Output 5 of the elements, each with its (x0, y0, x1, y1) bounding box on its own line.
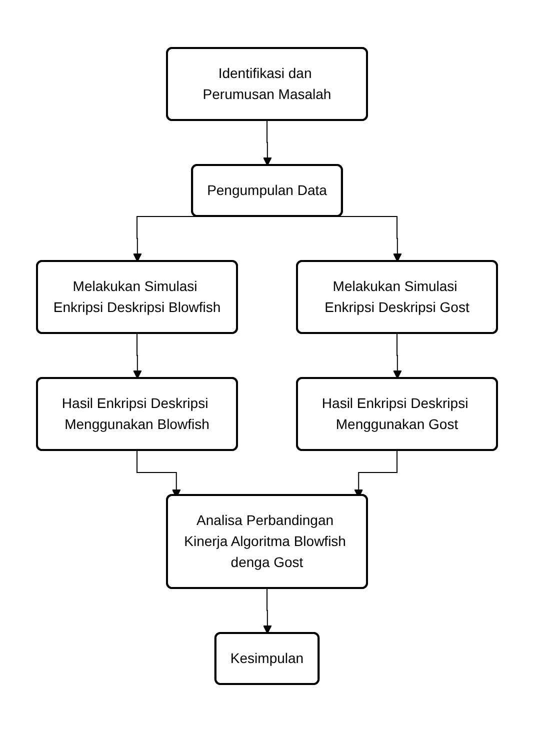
arrow (393, 332, 402, 378)
arrow (263, 588, 272, 634)
arrow (133, 332, 142, 378)
arrow (336, 216, 402, 262)
arrow (263, 120, 272, 166)
